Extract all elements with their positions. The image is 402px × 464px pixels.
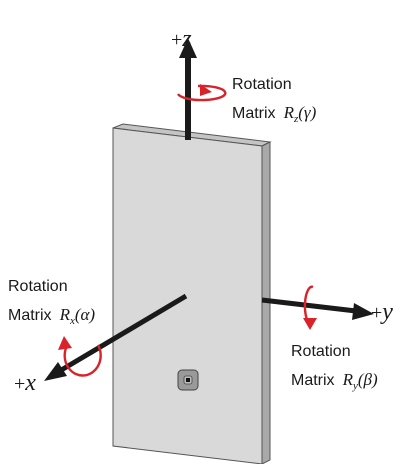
rotation-x-subscript: x <box>69 315 75 327</box>
rotation-z-symbol: R <box>283 103 295 122</box>
z-axis-sign: + <box>171 29 182 51</box>
y-axis-arrowhead <box>352 303 374 320</box>
rotation-z-arg: (γ) <box>298 103 316 122</box>
z-axis <box>179 38 197 140</box>
x-axis-arrowhead <box>44 362 67 381</box>
x-axis-sign: + <box>14 373 25 395</box>
rotation-z-subscript: z <box>293 113 299 125</box>
rotation-x-symbol: R <box>59 305 71 324</box>
rotation-z-word: Matrix <box>232 105 276 122</box>
rotation-y-symbol: R <box>342 370 354 389</box>
rotation-x-line2: Matrix Rx(α) <box>8 305 95 327</box>
panel <box>112 123 272 464</box>
y-rotation-arrow-icon <box>303 285 317 330</box>
panel-socket-dot <box>186 378 190 382</box>
rotation-x-word: Matrix <box>8 307 52 324</box>
rotation-z-line2: Matrix Rz(γ) <box>232 103 317 125</box>
y-axis-name: y <box>380 299 393 325</box>
z-axis-label: +z <box>171 26 192 52</box>
z-axis-name: z <box>181 26 192 52</box>
y-axis-sign: + <box>371 302 382 324</box>
rotation-x-line1: Rotation <box>8 278 68 295</box>
rotation-x-arg: (α) <box>75 305 96 324</box>
x-rotation-arrow-icon <box>58 336 102 377</box>
y-axis-label: +y <box>371 299 393 325</box>
rotation-y-line2: Matrix Ry(β) <box>291 370 378 392</box>
z-rotation-arrow-icon <box>176 84 227 102</box>
rotation-y-arg: (β) <box>358 370 378 389</box>
rotation-y-word: Matrix <box>291 372 335 389</box>
rotation-y-line1: Rotation <box>291 343 351 360</box>
x-axis-name: x <box>24 370 36 396</box>
x-axis <box>44 293 188 381</box>
rotation-z-line1: Rotation <box>232 76 292 93</box>
panel-front-face <box>112 127 263 464</box>
y-axis <box>261 297 374 320</box>
z-axis-arrowhead <box>179 38 197 58</box>
rotation-y-subscript: y <box>352 380 358 392</box>
x-axis-label: +x <box>14 370 36 396</box>
